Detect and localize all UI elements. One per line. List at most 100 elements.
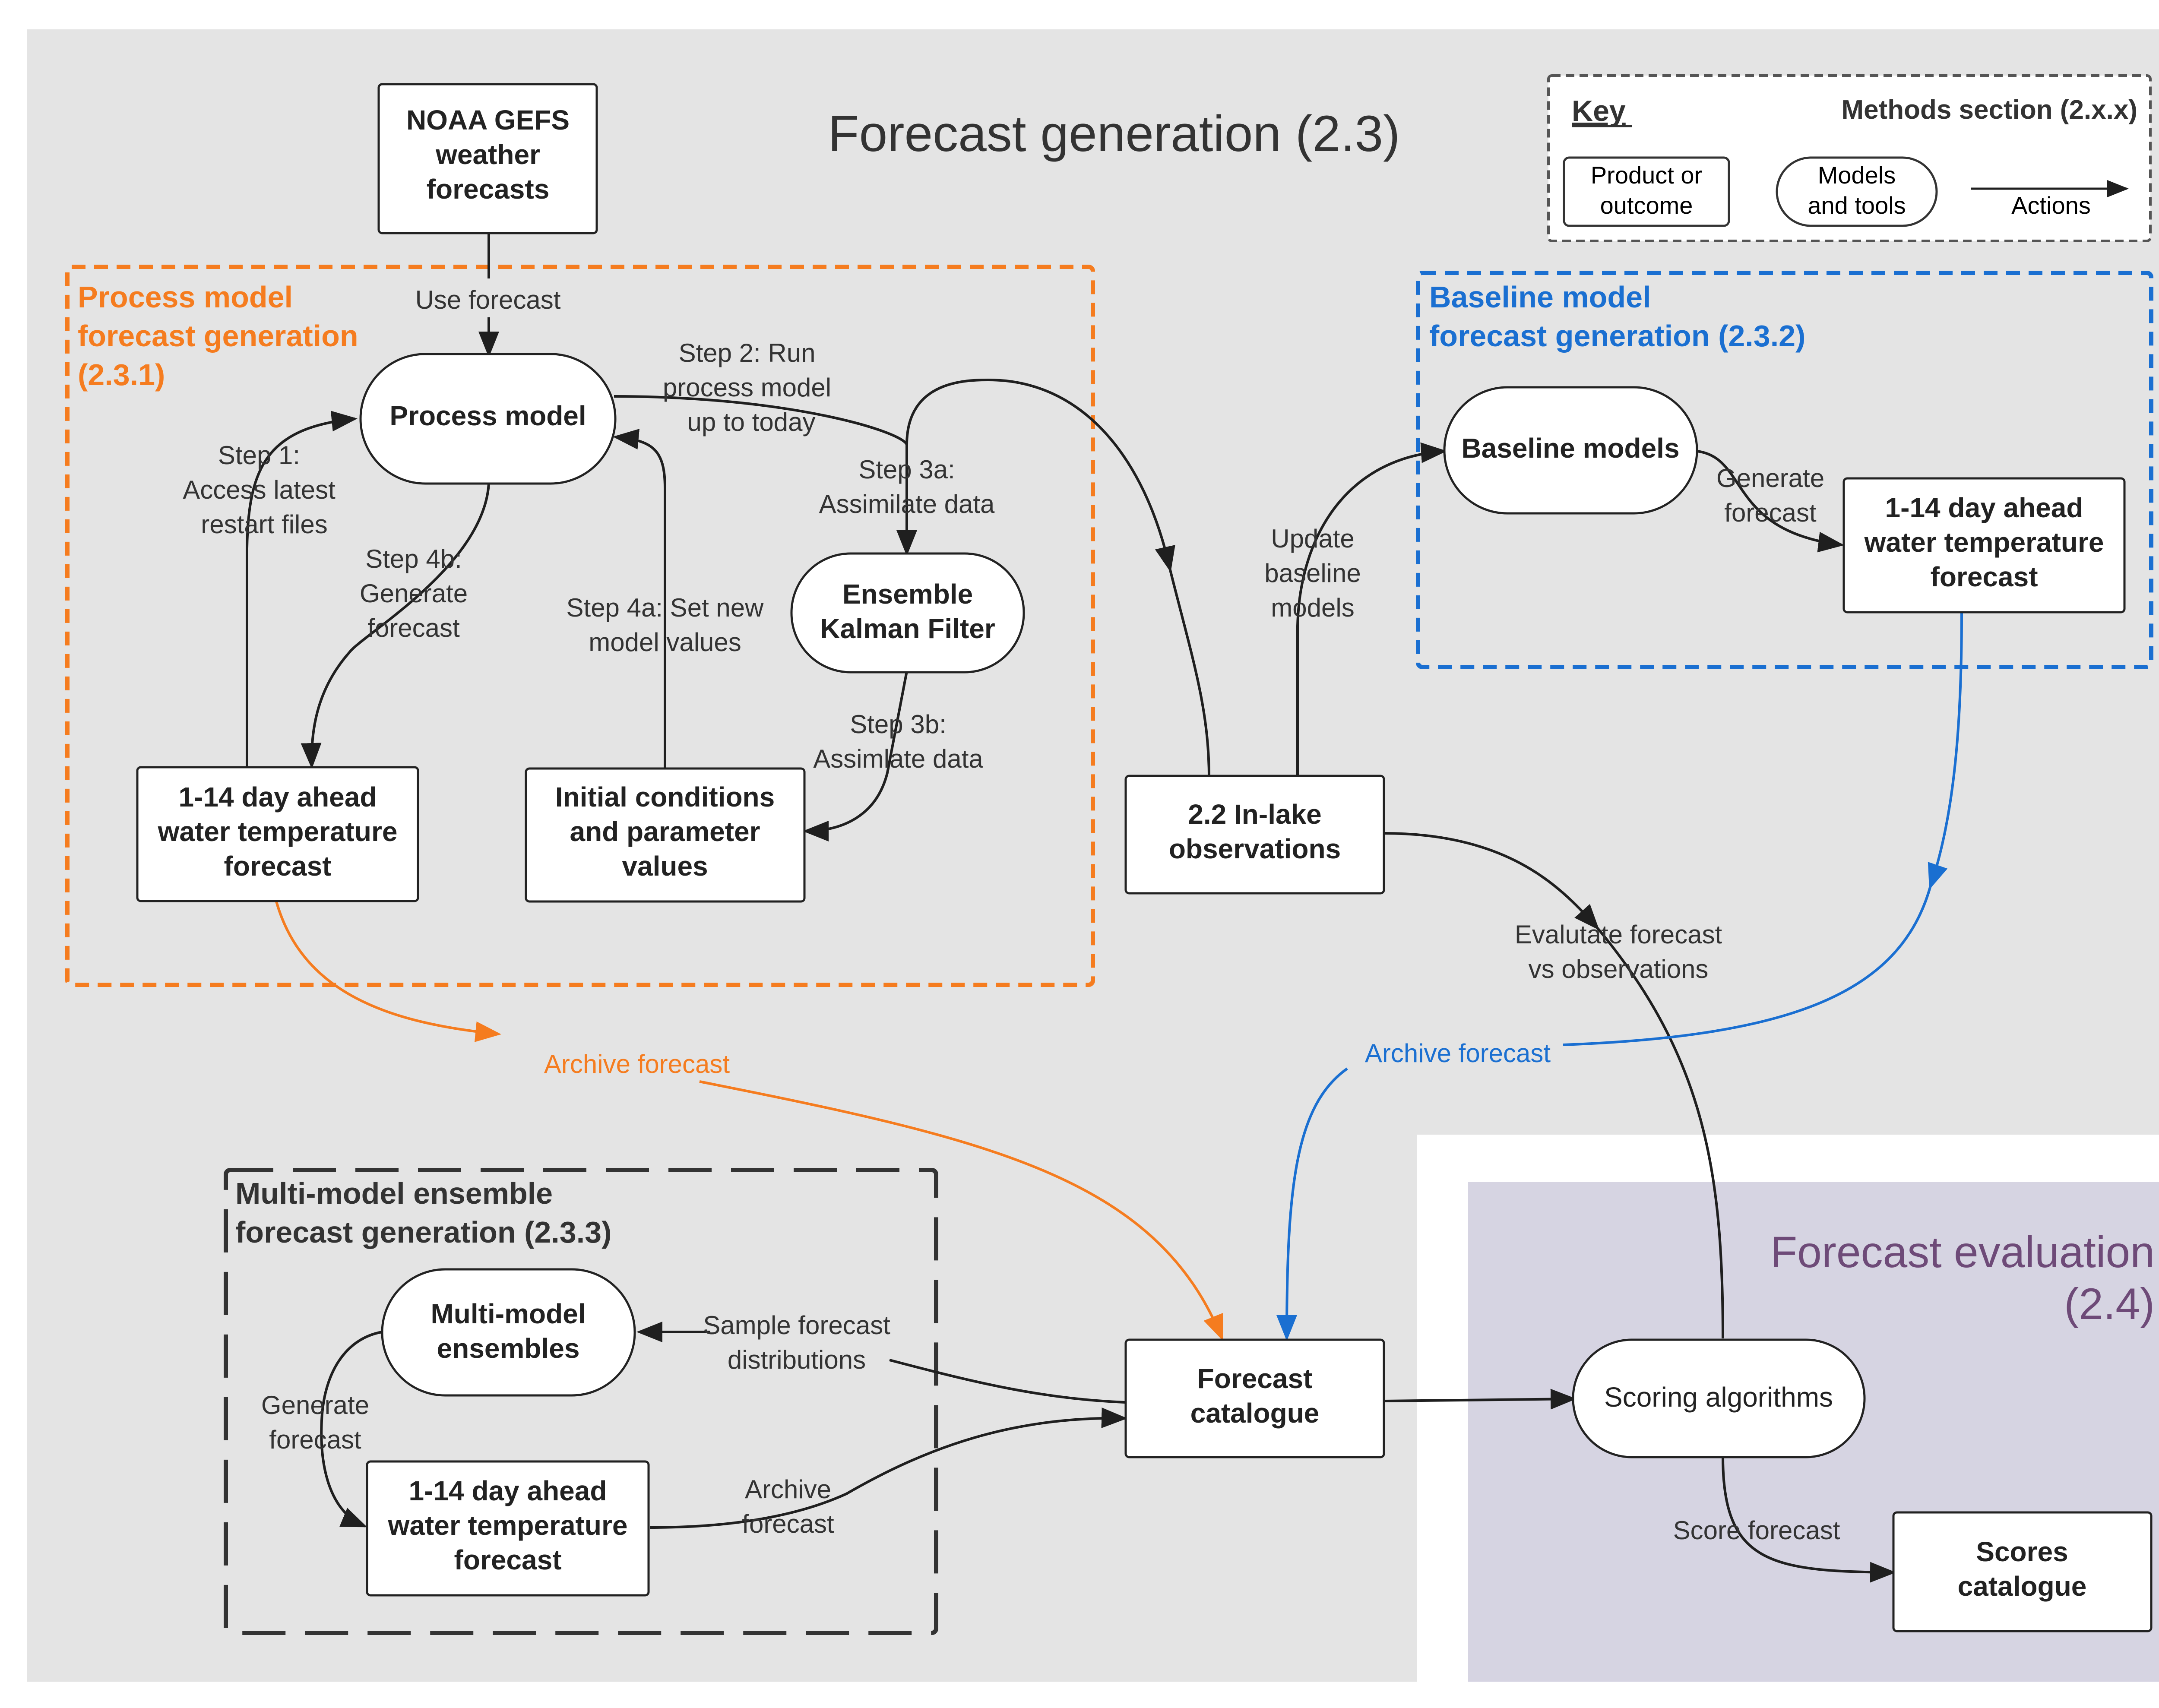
label-update-baseline-2: baseline	[1264, 559, 1361, 588]
label-evaluate-forecast-2: vs observations	[1529, 955, 1709, 984]
label-evaluate-forecast: Evalutate forecast	[1515, 920, 1722, 949]
label-step2: Step 2: Run	[679, 338, 816, 367]
key-actions-label: Actions	[2011, 192, 2091, 219]
label-multi-generate-2: forecast	[269, 1425, 361, 1454]
label-update-baseline: Update	[1271, 524, 1354, 553]
edge-archive-orange-continue	[699, 1080, 1223, 1341]
label-step3b: Step 3b:	[850, 710, 947, 739]
node-baseline-models: Baseline models	[1443, 386, 1698, 515]
node-noaa-label: NOAA GEFS	[406, 104, 570, 136]
node-process-model: Process model	[359, 353, 617, 485]
node-process-forecast-label: 1-14 day ahead	[179, 781, 377, 813]
process-group-title: Process model	[78, 280, 293, 314]
label-multi-archive-2: forecast	[742, 1509, 834, 1538]
process-group-title-2: forecast generation	[78, 319, 358, 353]
baseline-model-group	[1416, 271, 2153, 669]
edge-evaluate-continue	[1596, 927, 1724, 1339]
label-step4b-3: forecast	[367, 614, 460, 642]
node-catalogue-label: Forecast	[1197, 1363, 1313, 1394]
edge-mm-generate	[320, 1331, 383, 1528]
edge-step2	[614, 378, 1175, 572]
edge-score-forecast	[1722, 1457, 1896, 1583]
node-initial-conditions: Initial conditions and parameter values	[525, 767, 806, 903]
label-sample-distributions: Sample forecast	[703, 1311, 890, 1340]
node-enkf: Ensemble Kalman Filter	[790, 552, 1025, 674]
edge-sample-distributions	[889, 1359, 1125, 1404]
node-inlake-label: 2.2 In-lake	[1188, 799, 1322, 830]
label-score-forecast: Score forecast	[1673, 1516, 1840, 1545]
node-initial-conditions-label: Initial conditions	[555, 781, 775, 813]
label-step3b-2: Assimlate data	[813, 744, 983, 773]
label-step3a-2: Assimilate data	[819, 490, 995, 519]
label-multi-generate: Generate	[261, 1391, 369, 1420]
node-catalogue-label-2: catalogue	[1190, 1398, 1320, 1429]
edge-step2-continue	[1169, 569, 1210, 778]
node-scores-label-2: catalogue	[1958, 1571, 2087, 1602]
baseline-group-title: Baseline model	[1429, 280, 1651, 314]
node-multi-model-label: Multi-model	[431, 1298, 586, 1329]
label-step1-2: Access latest	[183, 475, 336, 504]
edge-bl-generate	[1697, 450, 1844, 553]
key-models-shape	[1776, 156, 1938, 227]
node-inlake-observations: 2.2 In-lake observations	[1124, 775, 1385, 895]
edge-mm-archive	[649, 1407, 1127, 1529]
label-sample-distributions-2: distributions	[728, 1345, 866, 1374]
edge-archive-orange	[275, 901, 501, 1042]
node-process-forecast-label-2: water temperature	[158, 816, 398, 847]
key-methods-section: Methods section (2.x.x)	[1841, 95, 2137, 125]
edge-step3b	[803, 671, 908, 841]
node-noaa-gefs: NOAA GEFS weather forecasts	[377, 83, 598, 234]
key-models-label: Models	[1818, 161, 1896, 189]
node-multi-model-ensembles: Multi-model ensembles	[381, 1268, 636, 1397]
node-baseline-forecast-label: 1-14 day ahead	[1885, 492, 2083, 523]
node-process-forecast-label-3: forecast	[224, 851, 332, 882]
key-product-label: Product or	[1591, 161, 1702, 189]
node-multi-forecast-label-2: water temperature	[388, 1510, 628, 1541]
edge-step4b	[301, 483, 490, 769]
forecast-evaluation-title: Forecast evaluation	[1770, 1227, 2155, 1277]
label-step4a: Step 4a: Set new	[567, 593, 764, 622]
node-noaa-label-2: weather	[435, 139, 540, 170]
label-step4a-2: model values	[589, 628, 741, 657]
node-scores-label: Scores	[1976, 1536, 2068, 1567]
edge-step4a	[613, 429, 666, 769]
edge-step1	[246, 411, 358, 766]
node-multi-forecast-label-3: forecast	[454, 1544, 562, 1575]
forecast-generation-title: Forecast generation (2.3)	[828, 105, 1400, 162]
multi-group-title-2: forecast generation (2.3.3)	[235, 1215, 611, 1249]
node-multi-model-forecast: 1-14 day ahead water temperature forecas…	[366, 1460, 650, 1597]
node-process-forecast: 1-14 day ahead water temperature forecas…	[136, 766, 419, 902]
node-initial-conditions-label-3: values	[622, 851, 708, 882]
key-title: Key	[1572, 95, 1626, 127]
edge-catalogue-to-scoring	[1383, 1389, 1577, 1410]
label-step2-3: up to today	[687, 408, 816, 436]
edge-archive-blue-to-catalogue	[1276, 1067, 1348, 1341]
node-scoring-algorithms: Scoring algorithms	[1572, 1338, 1866, 1458]
node-baseline-forecast: 1-14 day ahead water temperature forecas…	[1842, 477, 2126, 614]
key-product-label-2: outcome	[1600, 192, 1693, 219]
edge-update-baseline	[1296, 442, 1447, 776]
node-initial-conditions-label-2: and parameter	[570, 816, 760, 847]
label-archive-orange: Archive forecast	[544, 1050, 730, 1079]
label-baseline-generate-2: forecast	[1724, 498, 1817, 527]
label-archive-blue: Archive forecast	[1365, 1039, 1551, 1068]
label-use-forecast: Use forecast	[415, 285, 561, 314]
node-enkf-label-2: Kalman Filter	[820, 613, 995, 644]
baseline-group-title-2: forecast generation (2.3.2)	[1429, 319, 1805, 353]
process-group-section: (2.3.1)	[78, 358, 165, 392]
key-product-shape	[1563, 156, 1730, 227]
label-step1: Step 1:	[218, 441, 300, 470]
node-baseline-models-label: Baseline models	[1461, 433, 1679, 464]
label-baseline-generate: Generate	[1716, 464, 1824, 493]
node-multi-model-label-2: ensembles	[437, 1333, 580, 1364]
label-step2-2: process model	[663, 373, 831, 402]
node-scoring-label: Scoring algorithms	[1604, 1382, 1833, 1413]
node-baseline-forecast-label-2: water temperature	[1864, 527, 2104, 558]
node-baseline-forecast-label-3: forecast	[1931, 561, 2038, 592]
node-enkf-label: Ensemble	[842, 579, 973, 610]
node-noaa-label-3: forecasts	[427, 174, 550, 205]
key-models-label-2: and tools	[1808, 192, 1906, 219]
node-inlake-label-2: observations	[1169, 833, 1341, 864]
node-process-model-label: Process model	[389, 400, 586, 431]
